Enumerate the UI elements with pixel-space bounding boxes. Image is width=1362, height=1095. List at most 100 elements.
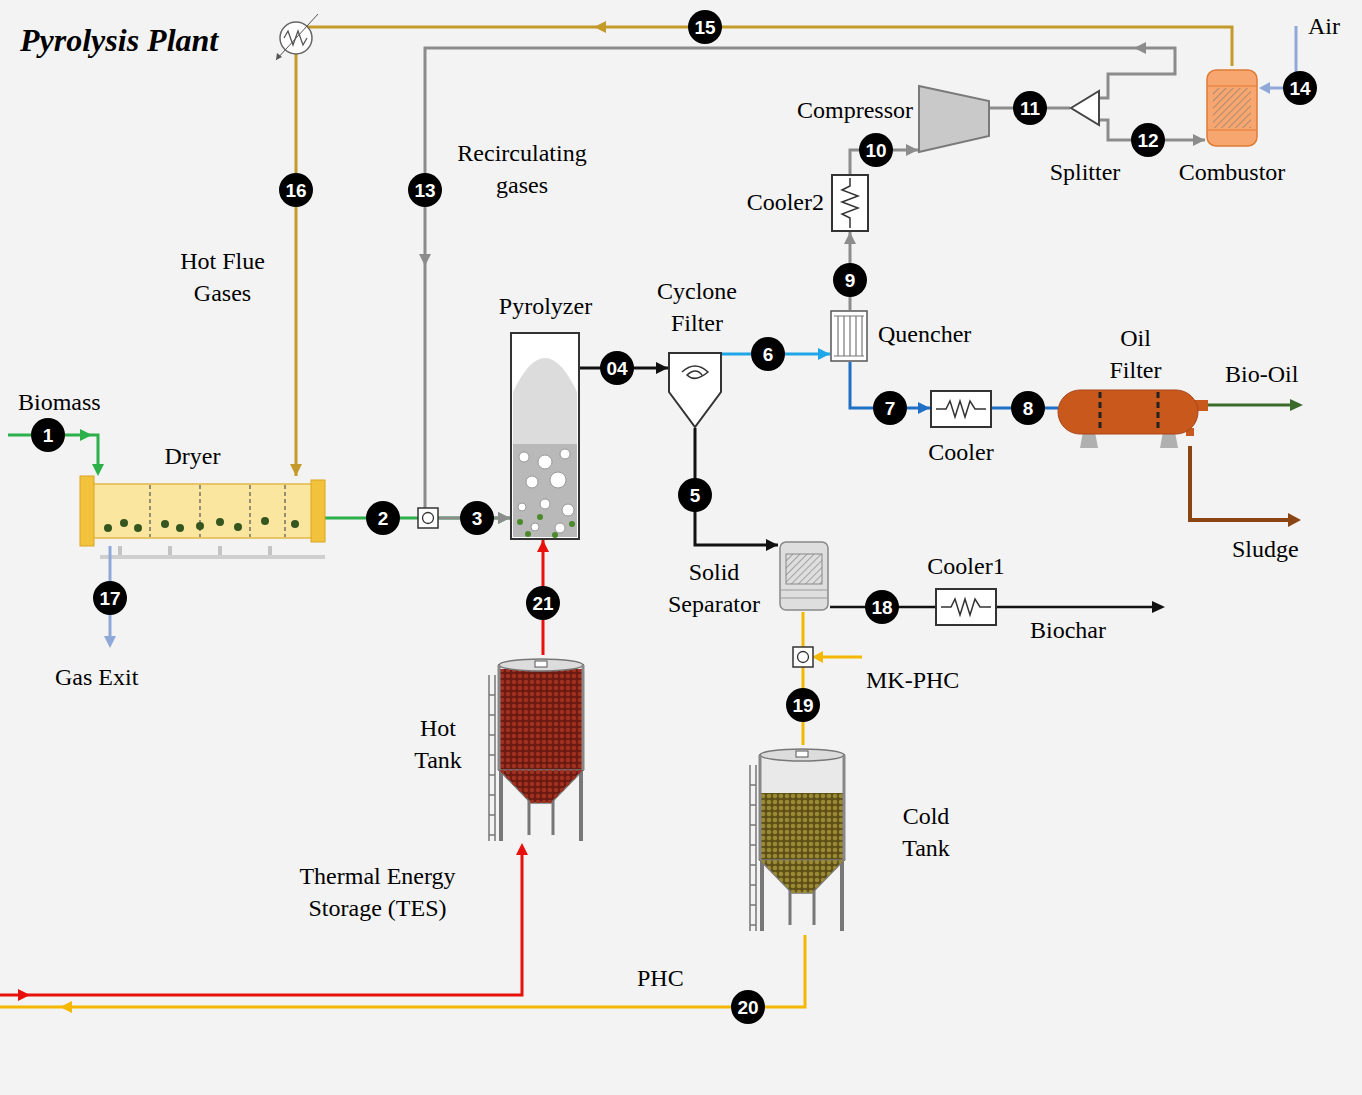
dryer-part [80,476,94,546]
equipment-label: Solid Separator [655,556,773,620]
storage-tank-part [499,665,583,770]
equipment-label: Cooler1 [916,550,1016,582]
callout-number: 6 [751,337,785,371]
cooler-part [832,175,868,231]
stream-label: Bio-Oil [1225,358,1335,390]
pyrolyzer-part [517,519,523,525]
equipment-label: Dryer [150,440,235,472]
storage-tank-part [500,669,582,770]
storage-tank-part [499,770,583,803]
cooler: Cooler2 [831,174,869,232]
pyrolyzer-part [526,476,538,488]
dryer-part [161,520,169,528]
combustor-shape [1205,66,1259,150]
cooler-part [931,391,991,427]
stream-connector [803,612,804,745]
dryer-part [196,522,204,530]
pyrolyzer-part [560,449,570,459]
equipment-label: Hot Tank [396,712,480,776]
combustor-part [1207,70,1257,146]
oil-filter-part [1100,392,1158,432]
arrow-head [80,429,92,441]
dryer-part [104,524,112,532]
storage-tank-part [760,755,844,860]
storage-tank-part [796,751,808,757]
stream-label: MK-PHC [866,664,976,696]
pyrolyzer-part [519,452,529,462]
oil-filter: Oil Filter [1058,388,1208,448]
pyrolyzer-part [513,358,577,444]
dryer-part [92,484,313,538]
callout-number: 20 [731,990,765,1024]
cooler: Cooler1 [935,588,997,626]
solid-separator: Solid Separator [778,540,830,612]
callout-number: 5 [678,478,712,512]
equipment-label: Quencher [878,318,1008,350]
arrow-head [419,254,431,266]
equipment-label: Cooler2 [712,186,824,218]
mixer-symbol [793,647,813,667]
equipment-label: Cold Tank [884,800,968,864]
pyrolyzer-part [511,333,579,539]
quencher-shape [830,310,868,362]
storage-tank-part [529,800,553,835]
equipment-label: Cooler [911,436,1011,468]
stream-connector [290,27,1232,476]
mixer-symbol [423,513,434,524]
callout-number: 2 [366,501,400,535]
pyrolyzer-part [569,521,575,527]
storage-tank-part [760,860,844,893]
storage-tank-shape [487,655,593,843]
callout-number: 13 [408,173,442,207]
pyrolyzer-shape [510,332,580,540]
stream-label: Air [1308,10,1356,42]
equipment-label: Pyrolyzer [478,290,613,322]
pyrolyzer-part [525,531,531,537]
dryer-part [216,518,224,526]
arrow-head [1134,42,1146,54]
storage-tank-part [499,770,583,803]
storage-tank-part [489,675,495,841]
cooler-shape [831,174,869,232]
stream-label: PHC [637,962,707,994]
arrow-head [18,989,30,1001]
storage-tank-part [761,793,843,860]
pyrolyzer-part [562,504,574,516]
callout-number: 15 [688,10,722,44]
cyclone-filter-part [682,366,708,378]
dryer-part [176,524,184,532]
equipment-label: Cyclone Filter [642,275,752,339]
solid-separator-part [780,542,828,610]
compressor-part [919,86,989,152]
callout-number: 04 [600,351,634,385]
pyrolyzer: Pyrolyzer [510,332,580,540]
arrow-head [1288,513,1301,527]
combustor-part [1213,88,1251,128]
cooler-part [842,178,858,228]
cooler-part [936,589,996,625]
dryer-part [311,480,325,542]
storage-tank-part [499,659,583,671]
callout-number: 21 [526,586,560,620]
heat-exchanger-symbol [276,14,318,60]
callout-number: 16 [279,173,313,207]
arrow-head [844,232,856,244]
callout-number: 14 [1283,71,1317,105]
combustor-part [1207,86,1257,130]
callout-number: 12 [1131,123,1165,157]
equipment-label: Compressor [755,94,913,126]
stream-line [802,612,805,745]
equipment-label: Combustor [1162,156,1302,188]
storage-tank-part [535,661,547,667]
compressor-shape [918,85,990,153]
storage-tank-part [750,765,756,931]
solid-separator-part [786,554,822,584]
storage-tank-part [790,890,814,925]
air-line [1268,87,1284,90]
callout-number: 7 [873,391,907,425]
solid-separator-shape [778,540,830,612]
arrow-head [276,53,282,60]
